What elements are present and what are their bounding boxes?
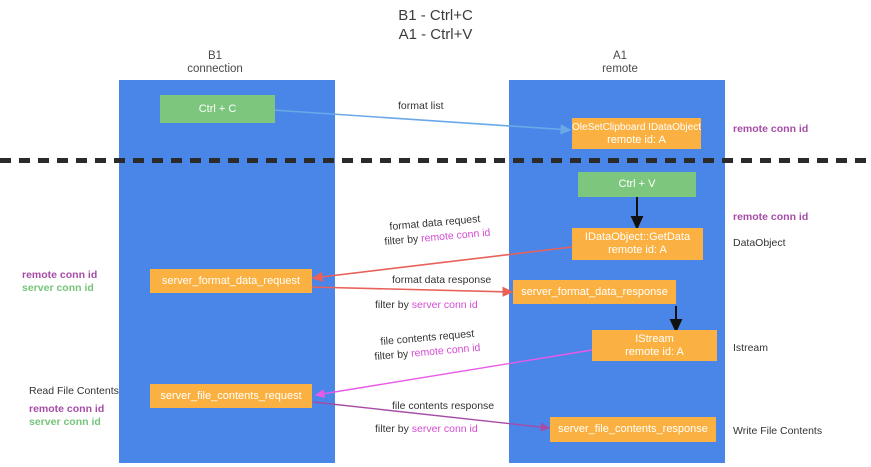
label-format-data-request-filter-prefix: filter by [384,232,422,248]
box-ctrl-c-line-1: Ctrl + C [198,102,237,115]
phase-divider [0,158,871,163]
label-format-data-response-filter-key: server conn id [411,299,478,311]
label-file-contents-response-filter-key: server conn id [411,423,478,435]
box-ctrl-v-line-1: Ctrl + V [618,178,656,190]
label-format-data-response-filter: filter by server conn id [375,299,478,312]
box-ctrl-c[interactable]: Ctrl + C [160,95,275,123]
label-format-list: format list [398,100,444,112]
label-right-dataobject: DataObject [733,237,786,249]
box-getdata-line-1: IDataObject::GetData [584,231,691,243]
box-server-file-contents-response[interactable]: server_file_contents_response [550,417,716,442]
label-format-data-response: format data response [392,274,492,286]
column-b1-role: connection [187,63,243,75]
box-server-file-contents-request-line-1: server_file_contents_request [160,389,302,402]
box-server-file-contents-request[interactable]: server_file_contents_request [150,384,312,408]
label-file-contents-response: file contents response [392,400,495,412]
label-left-read-file-contents: Read File Contents [29,385,119,397]
column-b1-name: B1 [207,50,223,62]
box-istream-line-2: remote id: A [625,345,684,358]
box-server-format-data-request-line-1: server_format_data_request [161,274,301,287]
label-left-bottom-remote-conn-id: remote conn id [29,403,105,415]
title-line-1: B1 - Ctrl+C [398,7,473,24]
box-set-dataobject-line-1: OleSetClipboard IDataObject [572,121,701,133]
arrow-file-contents-request [314,349,593,399]
box-istream[interactable]: IStream remote id: A [592,330,717,361]
label-left-bottom-server-conn-id: server conn id [29,416,101,428]
arrow-format-data-response [309,286,514,297]
arrow-file-contents-response [312,401,551,432]
box-istream-line-1: IStream [635,332,674,345]
box-getdata[interactable]: IDataObject::GetData remote id: A [572,228,703,260]
box-ctrl-v[interactable]: Ctrl + V [578,172,696,197]
label-right-top-remote-conn-id: remote conn id [733,123,809,135]
column-header-b1: B1 connection [140,50,290,76]
box-server-format-data-request[interactable]: server_format_data_request [150,269,312,293]
arrow-format-list [271,109,572,135]
label-file-contents-request-filter-prefix: filter by [374,347,412,363]
box-getdata-line-2: remote id: A [608,244,667,256]
box-server-format-data-response-line-1: server_format_data_response [521,285,668,298]
label-right-mid-remote-conn-id: remote conn id [733,211,809,223]
label-file-contents-response-filter-prefix: filter by [375,423,412,435]
label-right-istream: Istream [733,342,769,354]
label-left-server-conn-id: server conn id [22,282,94,294]
arrow-format-data-request [311,246,573,282]
box-server-file-contents-response-line-1: server_file_contents_response [558,423,708,435]
box-set-dataobject-line-2: remote id: A [607,133,666,146]
box-server-format-data-response[interactable]: server_format_data_response [513,280,676,304]
column-a1-name: A1 [612,50,628,62]
title-line-2: A1 - Ctrl+V [398,26,473,43]
column-a1-role: remote [602,63,638,75]
box-set-dataobject[interactable]: OleSetClipboard IDataObject remote id: A [572,118,701,149]
diagram-title: B1 - Ctrl+C A1 - Ctrl+V [0,6,871,44]
column-header-a1: A1 remote [545,50,695,76]
label-format-data-response-filter-prefix: filter by [375,299,412,311]
label-file-contents-response-filter: filter by server conn id [375,423,478,436]
label-left-remote-conn-id: remote conn id [22,269,98,281]
label-right-write-file-contents: Write File Contents [733,425,823,437]
